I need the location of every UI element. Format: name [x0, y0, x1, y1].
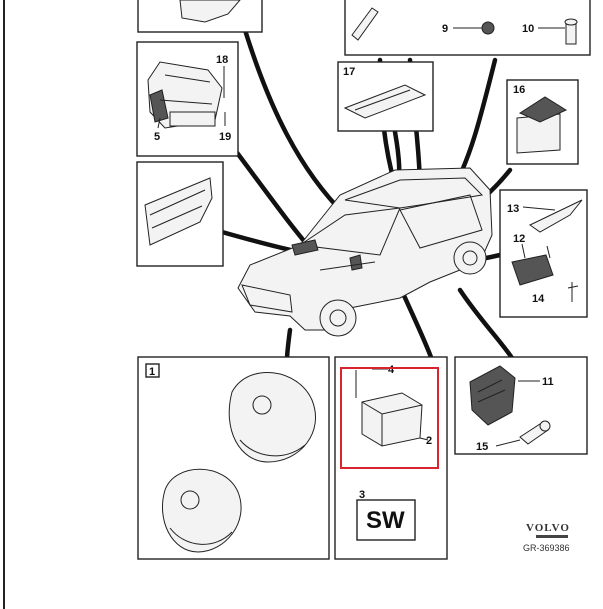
box-part-11: 11 15: [454, 356, 588, 455]
box-part-1: 1: [137, 356, 330, 560]
drawing-code: GR-369386: [523, 543, 570, 553]
callout-2: 2: [426, 435, 432, 447]
box-curtain-panel: [136, 161, 224, 267]
highlight-frame: [340, 367, 439, 469]
brand-block: VOLVO GR-369386: [523, 522, 570, 553]
callout-13: 13: [507, 203, 519, 215]
callout-15: 15: [476, 441, 488, 453]
callout-19: 19: [219, 131, 231, 143]
box-part-17: 17: [337, 61, 434, 132]
switch-label: SW: [366, 507, 405, 534]
box-top-left: [137, 0, 263, 33]
callout-18: 18: [216, 54, 228, 66]
callout-3: 3: [359, 489, 365, 501]
callout-14: 14: [532, 293, 545, 305]
car-illustration: [237, 167, 493, 337]
callout-5: 5: [154, 131, 160, 143]
brand-underline: [536, 535, 568, 538]
callout-10: 10: [522, 23, 534, 35]
callout-11: 11: [542, 376, 554, 388]
brand-mark: VOLVO: [526, 522, 570, 534]
callout-17: 17: [343, 66, 355, 78]
callout-12: 12: [513, 233, 525, 245]
box-part-16: 16: [506, 79, 579, 165]
callout-16: 16: [513, 84, 525, 96]
callout-1: 1: [149, 366, 155, 378]
callout-9: 9: [442, 23, 448, 35]
box-sensor: 13 12 14: [499, 189, 588, 318]
box-bolts: 9 10: [344, 0, 591, 56]
callout-4: 4: [388, 364, 395, 376]
box-control-module: 4 2 3 SW: [334, 356, 448, 560]
box-airbag-module: 18 5 19: [136, 41, 239, 157]
